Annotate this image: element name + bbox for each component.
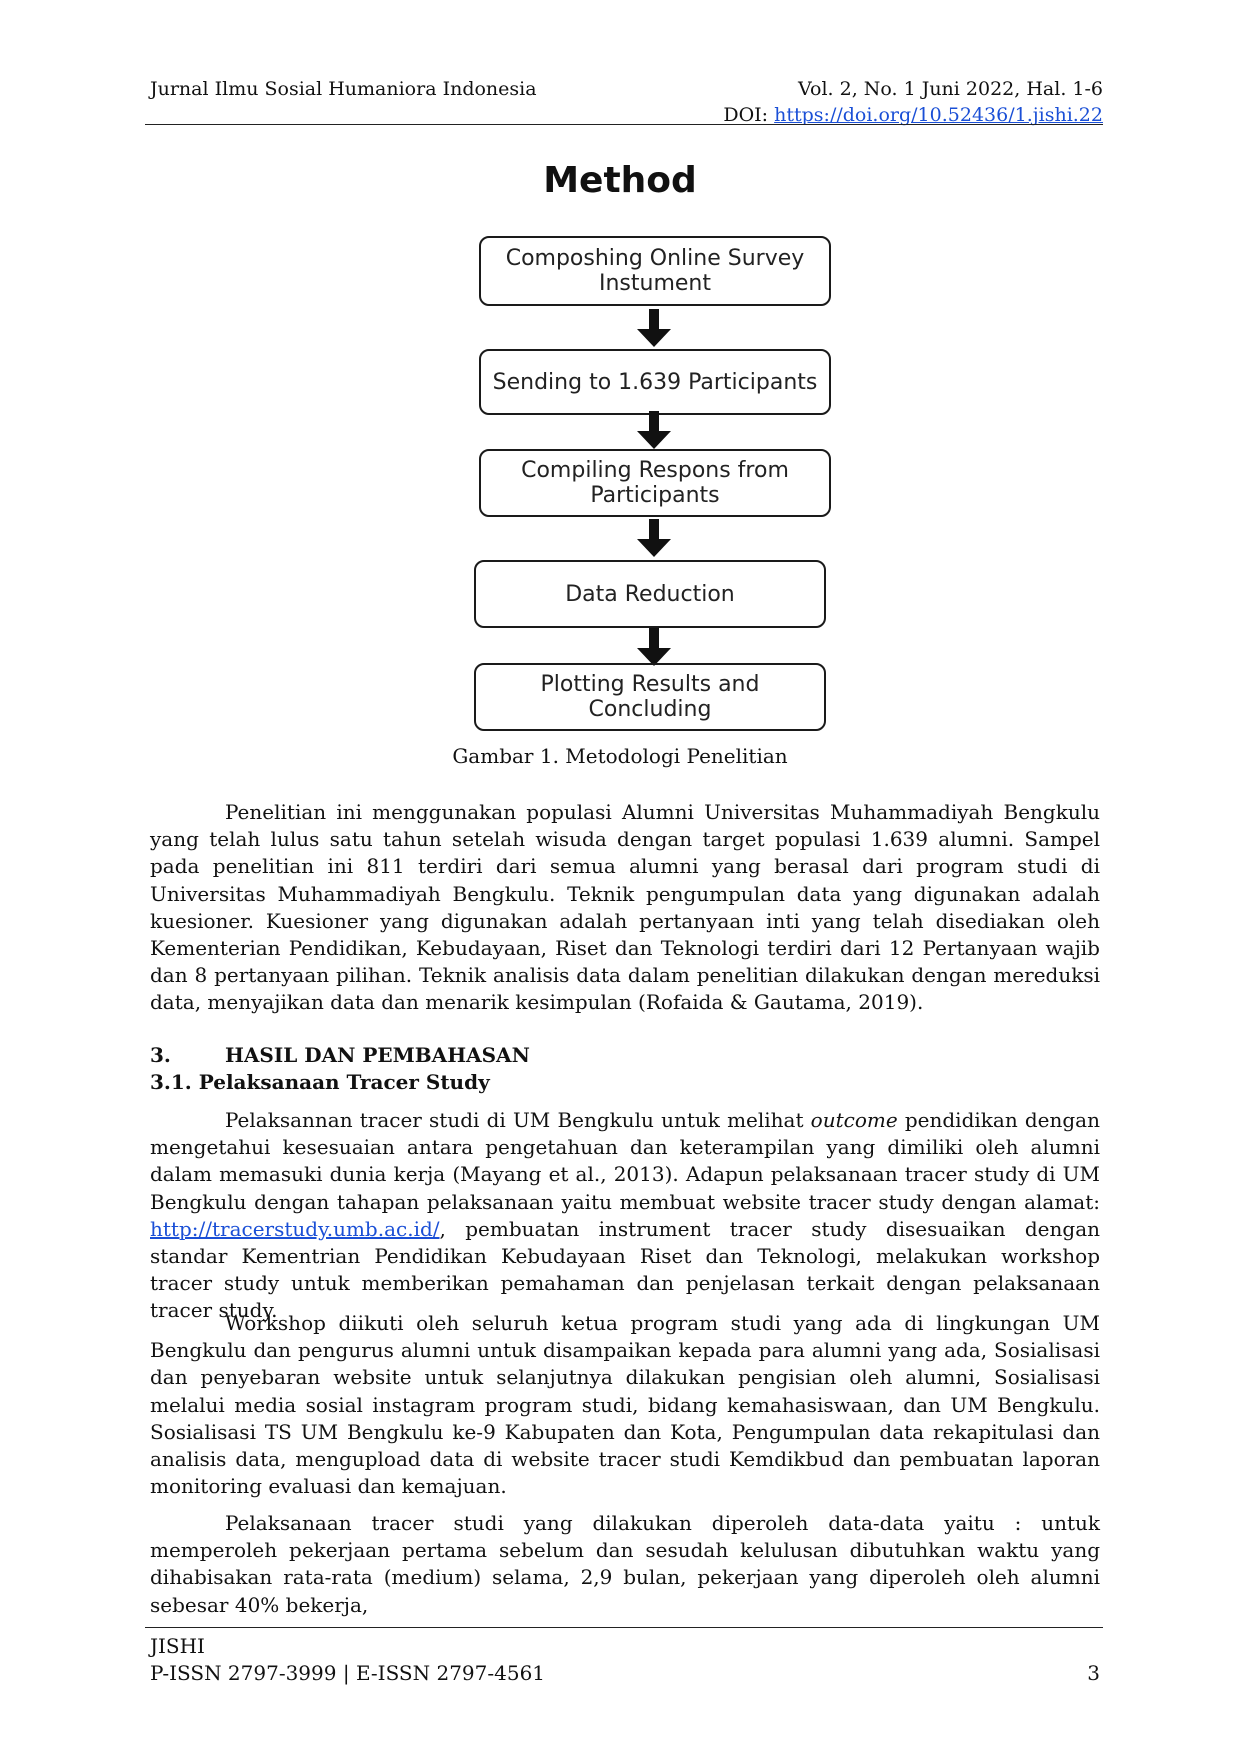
page-number: 3	[1087, 1661, 1100, 1685]
flow-step-5-label: Plotting Results and Concluding	[540, 672, 760, 722]
paragraph-method-text: Penelitian ini menggunakan populasi Alum…	[150, 800, 1100, 1015]
paragraph-tracer-study: Pelaksannan tracer studi di UM Bengkulu …	[150, 1107, 1100, 1325]
paragraph-method: Penelitian ini menggunakan populasi Alum…	[150, 799, 1100, 1017]
header-rule	[145, 124, 1103, 125]
flow-step-2: Sending to 1.639 Participants	[479, 349, 831, 415]
section-heading: 3. HASIL DAN PEMBAHASAN	[150, 1042, 530, 1069]
section-title: HASIL DAN PEMBAHASAN	[225, 1043, 530, 1067]
doi-label: DOI:	[723, 104, 775, 126]
down-arrow-icon	[637, 309, 671, 347]
flow-step-3-label: Compiling Respons from Participants	[521, 458, 789, 508]
figure-title: Method	[543, 160, 697, 201]
subsection-heading: 3.1. Pelaksanaan Tracer Study	[150, 1070, 490, 1094]
paragraph-tracer-text-c: , pembuatan instrument tracer study dise…	[150, 1216, 1100, 1323]
down-arrow-icon	[637, 628, 671, 666]
paragraph-tracer-text-a: Pelaksannan tracer studi di UM Bengkulu …	[225, 1108, 811, 1132]
flow-step-1: Composhing Online Survey Instument	[479, 236, 831, 306]
section-number: 3.	[150, 1043, 171, 1067]
flow-step-2-label: Sending to 1.639 Participants	[492, 369, 818, 395]
paragraph-workshop: Workshop diikuti oleh seluruh ketua prog…	[150, 1310, 1100, 1500]
running-header-journal: Jurnal Ilmu Sosial Humaniora Indonesia	[150, 78, 537, 100]
paragraph-tracer-text-b: pendidikan dengan mengetahui kesesuaian …	[150, 1108, 1100, 1214]
outcome-emphasis: outcome	[810, 1108, 898, 1132]
running-header-volume: Vol. 2, No. 1 Juni 2022, Hal. 1-6 DOI: h…	[723, 76, 1103, 128]
flow-step-4-label: Data Reduction	[565, 581, 735, 607]
figure-caption: Gambar 1. Metodologi Penelitian	[452, 744, 788, 768]
volume-info: Vol. 2, No. 1 Juni 2022, Hal. 1-6	[798, 78, 1103, 100]
flow-step-5: Plotting Results and Concluding	[474, 663, 826, 731]
paragraph-workshop-text: Workshop diikuti oleh seluruh ketua prog…	[150, 1311, 1100, 1499]
footer-rule	[145, 1627, 1103, 1628]
paragraph-results: Pelaksanaan tracer studi yang dilakukan …	[150, 1510, 1100, 1619]
flow-step-1-label: Composhing Online Survey Instument	[505, 246, 805, 296]
footer-issn: P-ISSN 2797-3999 | E-ISSN 2797-4561	[150, 1661, 546, 1685]
tracer-study-link[interactable]: http://tracerstudy.umb.ac.id/	[150, 1216, 440, 1241]
down-arrow-icon	[637, 519, 671, 557]
flow-step-3: Compiling Respons from Participants	[479, 449, 831, 517]
footer-journal-abbr: JISHI	[150, 1634, 205, 1658]
doi-line: DOI: https://doi.org/10.52436/1.jishi.22	[723, 102, 1103, 128]
doi-link[interactable]: https://doi.org/10.52436/1.jishi.22	[774, 104, 1103, 126]
down-arrow-icon	[637, 411, 671, 449]
paragraph-results-text: Pelaksanaan tracer studi yang dilakukan …	[150, 1511, 1100, 1617]
flow-step-4: Data Reduction	[474, 560, 826, 628]
